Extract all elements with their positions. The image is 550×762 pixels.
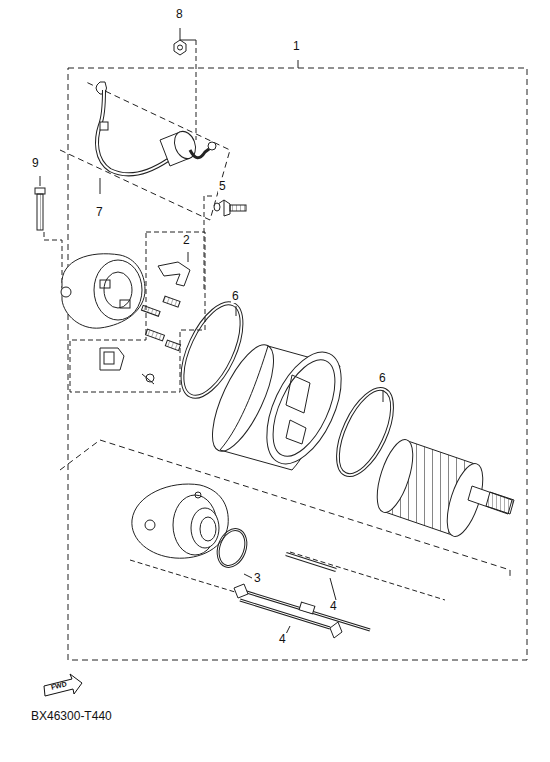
callout-number: 2: [182, 234, 191, 247]
callout-number: 4: [278, 633, 287, 646]
callout-number: 6: [378, 372, 387, 385]
callout-number: 1: [292, 40, 301, 53]
callout-number: 8: [175, 8, 184, 21]
figure-code: BX46300-T440: [30, 710, 113, 723]
callout-number: 5: [218, 180, 227, 193]
callout-number: 7: [95, 206, 104, 219]
callout-number: 9: [31, 157, 40, 170]
callout-number: 6: [231, 290, 240, 303]
callout-number: 4: [329, 600, 338, 613]
callout-number: 3: [253, 572, 262, 585]
